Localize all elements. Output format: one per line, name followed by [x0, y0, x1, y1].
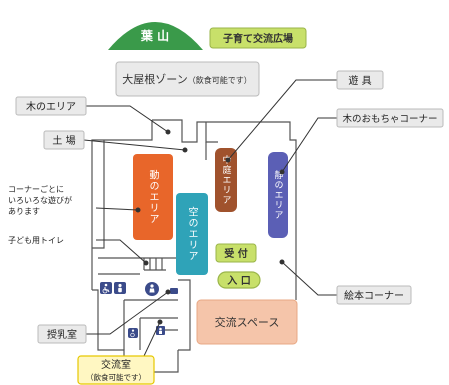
iriguchi-label: 入 口	[227, 275, 250, 287]
koryushitsu-note: （飲食可能です）	[86, 372, 146, 382]
ooyane-zone-note: （飲食可能です）	[188, 75, 252, 85]
building-walls	[91, 119, 297, 373]
asobigu-label: 遊 具	[348, 74, 371, 87]
ooyane-zone	[115, 61, 260, 97]
koryu-space	[196, 299, 298, 345]
toilet-small-icon	[170, 288, 178, 294]
nakaniwa-area-label: 中庭エリア	[221, 154, 232, 205]
sei-area-label: 静のエリア	[273, 169, 284, 220]
svg-text:大屋根ゾーン（飲食可能です）: 大屋根ゾーン（飲食可能です）	[122, 72, 251, 86]
dou-area	[133, 154, 173, 240]
hayama-label: 葉 山	[140, 28, 169, 43]
dojo-tag	[43, 130, 85, 150]
koryushitsu-label: 交流室	[101, 358, 131, 371]
omocha-label: 木のおもちゃコーナー	[342, 113, 437, 125]
corner-note-line2: いろいろな遊びが	[8, 195, 72, 205]
sora-area	[176, 193, 208, 275]
koryu-space-label: 交流スペース	[215, 315, 280, 329]
kosodate-plaza-badge	[209, 27, 307, 49]
dou-area-label: 動のエリア	[147, 168, 159, 224]
ehon-label: 絵本コーナー	[344, 289, 404, 302]
dojo-label: 土 場	[52, 134, 75, 147]
junyu-icon	[156, 326, 165, 335]
corner-note-line1: コーナーごとに	[8, 184, 64, 194]
baby-icon	[114, 282, 126, 294]
nakaniwa-area	[215, 148, 237, 212]
wheelchair-icon-2	[128, 328, 138, 338]
hayama-mountain	[108, 22, 203, 50]
ooyane-zone-label: 大屋根ゾーン	[122, 72, 187, 86]
koryushitsu-tag	[77, 355, 155, 385]
omocha-tag	[336, 108, 444, 128]
corner-note-line3: あります	[8, 207, 40, 216]
ki-area-tag	[15, 96, 87, 116]
wheelchair-icon	[100, 282, 112, 294]
uketsuke-badge	[215, 243, 257, 263]
sora-area-label: 空のエリア	[186, 205, 198, 261]
ki-area-label: 木のエリア	[26, 101, 76, 113]
junyu-tag	[37, 324, 87, 344]
kosodate-plaza-label: 子育て交流広場	[223, 32, 293, 45]
ehon-tag	[336, 285, 412, 305]
iriguchi-badge	[217, 271, 261, 289]
asobigu-tag	[336, 70, 384, 90]
junyu-label: 授乳室	[47, 328, 77, 341]
uketsuke-label: 受 付	[224, 247, 247, 260]
person-icon	[145, 282, 159, 296]
toilet-label: 子ども用トイレ	[8, 236, 64, 245]
